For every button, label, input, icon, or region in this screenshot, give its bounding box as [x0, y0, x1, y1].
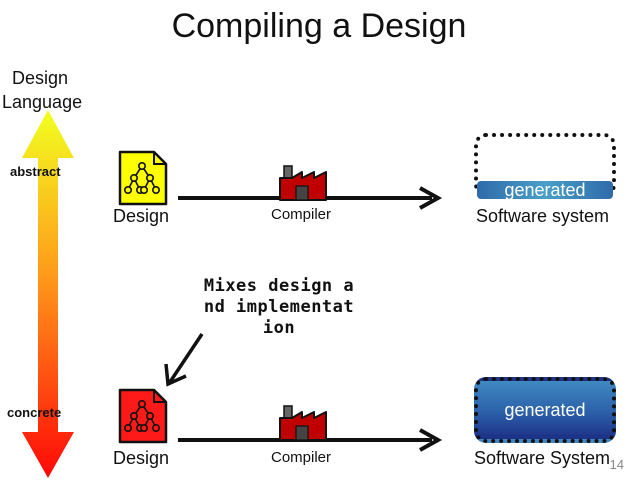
- page-number: 14: [609, 457, 624, 472]
- abstract-design-label: Design: [113, 206, 170, 226]
- abstract-compiler-factory-icon: [279, 165, 327, 201]
- red-design-document-icon: [118, 388, 168, 444]
- abstraction-axis-arrow: [22, 110, 74, 478]
- abstract-level-label: abstract: [10, 164, 61, 179]
- concrete-software-system-box: [474, 377, 616, 443]
- abstract-software-system-label: Software system: [476, 206, 610, 226]
- concrete-level-label: concrete: [7, 405, 62, 420]
- abstract-generated-strip: generated: [477, 181, 613, 199]
- concrete-compiler-label: Compiler: [271, 449, 332, 466]
- slide-title: Compiling a Design: [171, 7, 467, 45]
- concrete-compiler-factory-icon: [279, 405, 327, 441]
- abstract-compiler-label: Compiler: [271, 206, 332, 223]
- abstract-generated-label: generated: [504, 181, 586, 199]
- mixes-design-callout: Mixes design and implementation: [203, 276, 355, 338]
- axis-label: Design Language: [2, 68, 83, 112]
- yellow-design-document-icon: [118, 150, 168, 206]
- concrete-software-system-label: Software System: [474, 448, 611, 468]
- concrete-generated-label: generated: [504, 400, 586, 420]
- callout-pointer-arrow: [164, 333, 204, 387]
- concrete-design-label: Design: [113, 448, 170, 468]
